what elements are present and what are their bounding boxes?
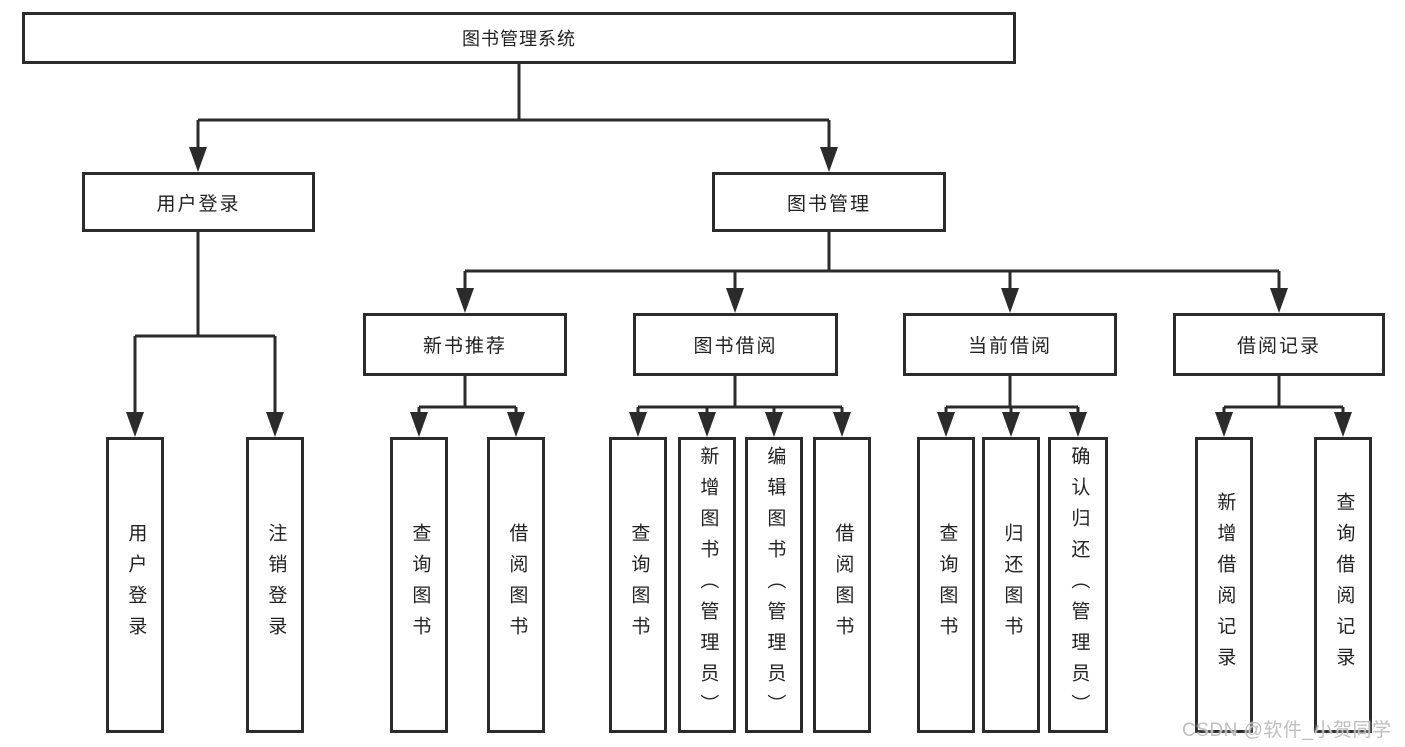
node-label: 当前借阅	[967, 336, 1052, 357]
node-label: 用户登录	[156, 193, 241, 215]
node-current-borrowing: 当前借阅	[903, 313, 1117, 376]
node-leaf-borrow-books: 借阅图书	[813, 437, 871, 733]
node-leaf-edit-books-admin: 编辑图书（管理员）	[745, 437, 803, 733]
node-leaf-borrow-books-recommend: 借阅图书	[487, 437, 545, 733]
node-label: 借阅图书	[832, 523, 854, 647]
node-borrow-records: 借阅记录	[1173, 313, 1385, 376]
node-label: 确认归还（管理员）	[1068, 445, 1090, 725]
node-new-book-recommend: 新书推荐	[363, 313, 567, 376]
node-library-system: 图书管理系统	[22, 12, 1016, 64]
node-label: 借阅图书	[506, 523, 528, 647]
node-label: 用户登录	[125, 523, 147, 647]
node-leaf-query-borrow-record: 查询借阅记录	[1314, 437, 1372, 733]
node-leaf-confirm-return-admin: 确认归还（管理员）	[1048, 437, 1108, 733]
node-book-management: 图书管理	[712, 172, 946, 232]
node-leaf-add-borrow-record: 新增借阅记录	[1195, 437, 1253, 733]
node-label: 注销登录	[265, 523, 287, 647]
node-label: 新书推荐	[422, 336, 507, 357]
node-label: 查询图书	[936, 523, 958, 647]
node-book-borrowing: 图书借阅	[633, 313, 838, 376]
node-label: 新增图书（管理员）	[697, 445, 719, 725]
node-leaf-user-login: 用户登录	[106, 437, 164, 733]
node-label: 查询图书	[628, 523, 650, 647]
node-label: 新增借阅记录	[1214, 492, 1236, 678]
node-leaf-query-books-borrow: 查询图书	[609, 437, 667, 733]
node-leaf-logout: 注销登录	[246, 437, 304, 733]
node-label: 图书管理	[786, 193, 871, 215]
node-leaf-query-books-current: 查询图书	[917, 437, 975, 733]
node-user-login: 用户登录	[82, 172, 315, 232]
node-leaf-add-books-admin: 新增图书（管理员）	[678, 437, 736, 733]
node-label: 图书借阅	[693, 336, 778, 357]
node-label: 查询图书	[409, 523, 431, 647]
node-label: 借阅记录	[1236, 336, 1321, 357]
csdn-watermark: CSDN @软件_小贺同学	[1182, 720, 1392, 741]
node-label: 编辑图书（管理员）	[764, 445, 786, 725]
node-label: 图书管理系统	[462, 29, 576, 49]
node-label: 归还图书	[1001, 523, 1023, 647]
node-leaf-return-books: 归还图书	[982, 437, 1040, 733]
node-leaf-query-books-recommend: 查询图书	[390, 437, 448, 733]
node-label: 查询借阅记录	[1333, 492, 1355, 678]
